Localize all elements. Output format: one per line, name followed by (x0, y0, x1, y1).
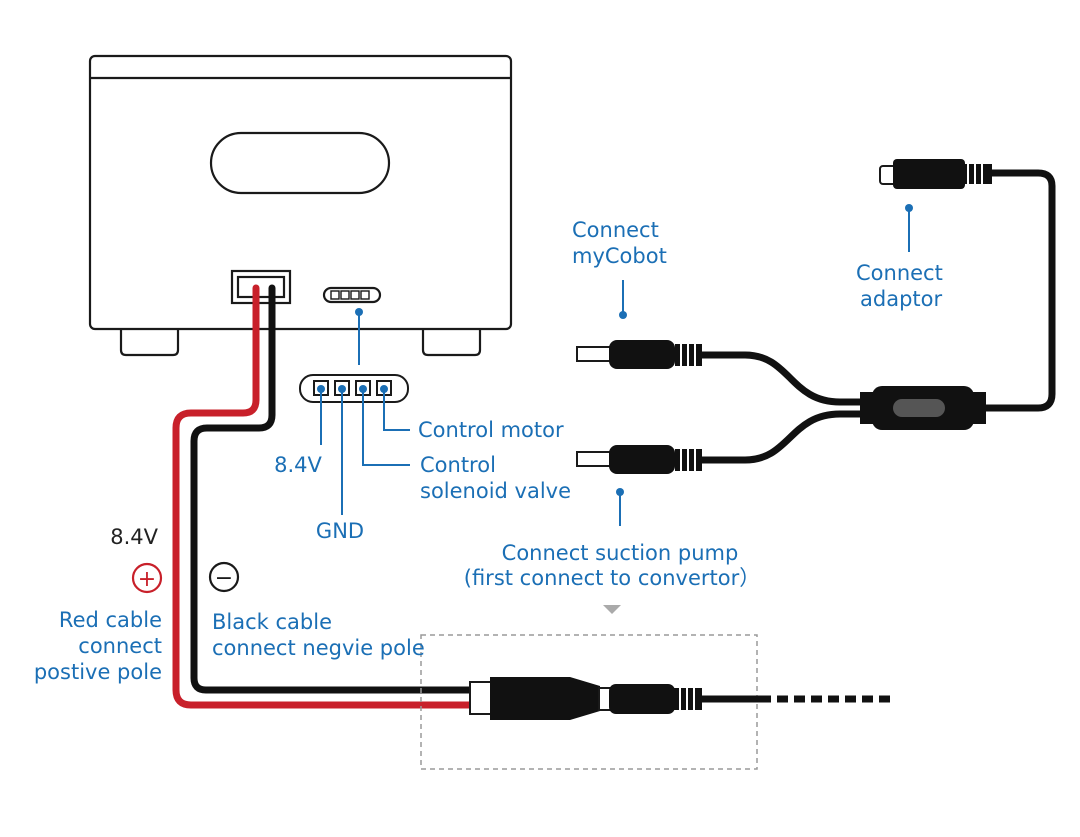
splitter-guides (619, 208, 910, 526)
label-connect-mycobot-2: myCobot (572, 244, 667, 268)
control-box-icon (88, 54, 513, 357)
port-guide-dot (355, 308, 363, 316)
label-control-solenoid-1: Control (420, 453, 496, 477)
minus-circle-icon: − (208, 561, 240, 593)
label-black-cable-2: connect negvie pole (212, 636, 425, 660)
box-port-pins (330, 290, 370, 300)
label-red-cable-2: connect (78, 634, 162, 658)
label-gnd: GND (316, 519, 364, 543)
label-voltage: 8.4V (110, 525, 158, 549)
convertor-detail-box (420, 634, 758, 770)
splitter-guide-dots (616, 204, 913, 496)
red-cable (172, 284, 474, 709)
label-connect-mycobot-1: Connect (572, 218, 659, 242)
plus-circle-icon: + (131, 562, 163, 594)
label-pin-8v4: 8.4V (274, 453, 322, 477)
label-red-cable-3: postive pole (34, 660, 162, 684)
svg-text:−: − (215, 566, 233, 591)
y-splitter-cable-icon (576, 159, 1056, 474)
label-connect-adaptor-2: adaptor (860, 287, 942, 311)
label-suction-pump-1: Connect suction pump (502, 541, 739, 565)
pin-guides (320, 390, 410, 515)
down-arrow-icon (603, 605, 621, 614)
pin-connector (299, 374, 409, 403)
label-suction-pump-2: (first connect to convertor） (464, 566, 760, 590)
label-black-cable-1: Black cable (212, 610, 332, 634)
label-control-motor: Control motor (418, 418, 564, 442)
label-control-solenoid-2: solenoid valve (420, 479, 571, 503)
svg-text:+: + (138, 567, 156, 592)
label-connect-adaptor-1: Connect (856, 261, 943, 285)
pin-dots (317, 385, 388, 393)
label-red-cable-1: Red cable (59, 608, 162, 632)
black-cable (190, 284, 474, 694)
convertor-connector (469, 677, 890, 720)
